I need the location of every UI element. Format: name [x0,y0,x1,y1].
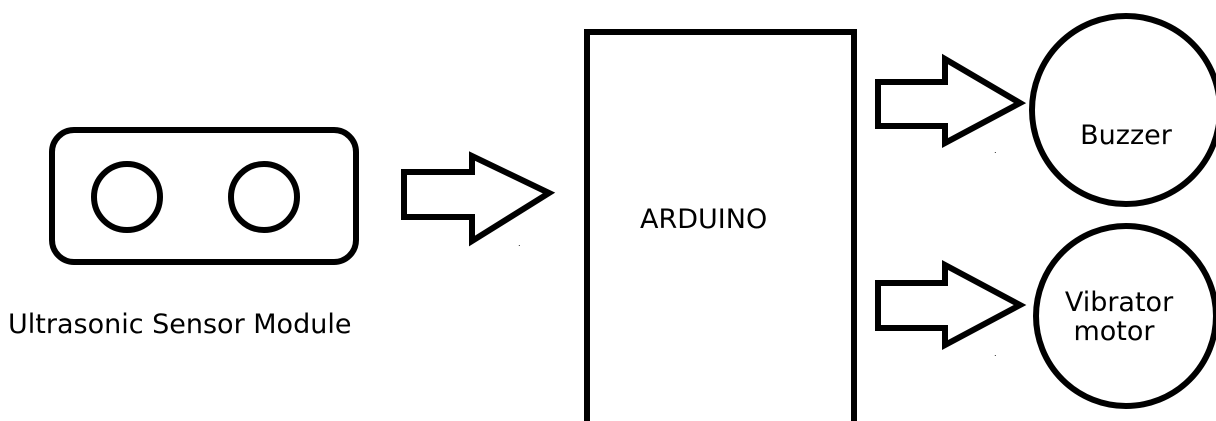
vibrator-label-line1: Vibrator [1065,287,1174,318]
buzzer-circle [1029,13,1216,207]
buzzer-node: Buzzer [1029,13,1216,207]
arduino-block: ARDUINO [584,29,857,421]
arrow-arduino-to-vibrator [875,260,1027,350]
arrow-sensor-to-arduino [401,151,556,247]
buzzer-label: Buzzer [1080,120,1173,151]
sensor-transducer-right [228,161,300,233]
sensor-label: Ultrasonic Sensor Module [8,309,351,340]
vibrator-label-line2: motor [1073,316,1155,347]
arduino-box [584,29,857,421]
arduino-label: ARDUINO [640,204,767,235]
sensor-transducer-left [91,161,163,233]
svg-text:.: . [994,146,997,155]
ultrasonic-sensor-module [49,127,359,265]
svg-text:.: . [994,349,997,358]
vibrator-motor-node: Vibrator motor [1033,223,1216,409]
svg-text:.: . [518,239,521,248]
arrow-arduino-to-buzzer [875,53,1027,148]
vibrator-circle [1033,223,1216,409]
